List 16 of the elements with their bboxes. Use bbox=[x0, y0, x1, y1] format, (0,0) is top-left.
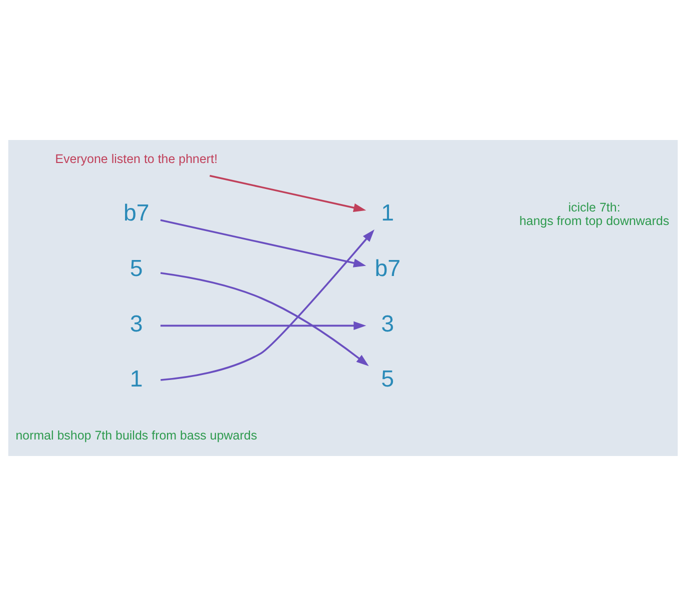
arrow bbox=[160, 219, 366, 268]
node-text: b7 bbox=[123, 200, 150, 226]
arrow bbox=[210, 174, 366, 212]
node-text: 1 bbox=[381, 200, 394, 226]
label: icicle 7th: hangs from top downwards bbox=[519, 200, 670, 228]
node-text: b7 bbox=[374, 254, 401, 281]
node-text: 5 bbox=[130, 254, 143, 281]
node-text: Everyone listen to the phnert! bbox=[55, 152, 218, 166]
arrow bbox=[160, 230, 374, 381]
arrow bbox=[160, 321, 366, 330]
node-text: 3 bbox=[130, 310, 143, 336]
label: normal bshop 7th builds from bass upwards bbox=[16, 428, 258, 443]
node-text: 5 bbox=[381, 366, 394, 392]
arrow bbox=[160, 272, 369, 366]
node-text: 3 bbox=[381, 310, 394, 336]
node-text: 1 bbox=[130, 366, 143, 392]
